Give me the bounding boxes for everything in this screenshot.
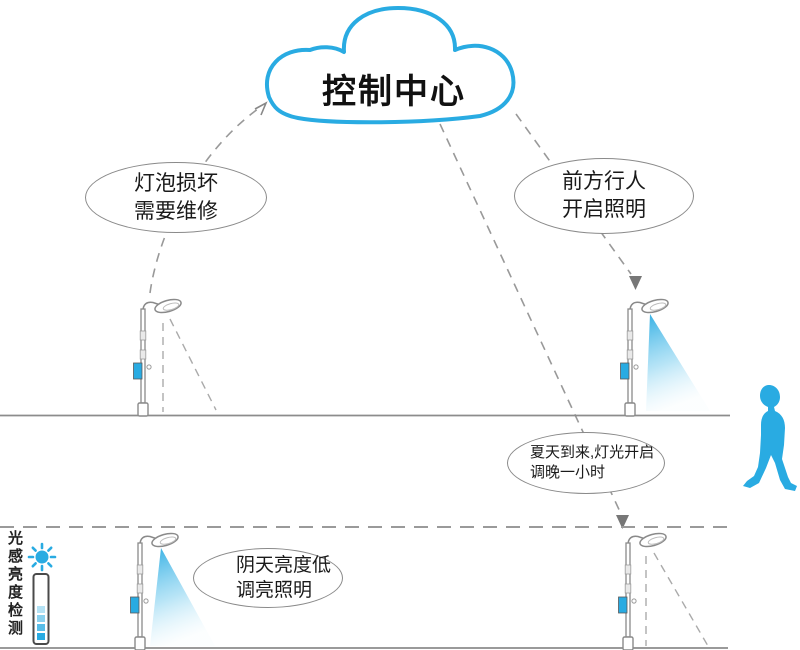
streetlamp-bottom-right-icon: [617, 530, 669, 650]
bubble-pedestrian-ahead: 前方行人 开启照明: [514, 158, 694, 234]
bubble-summer-line2: 调晚一小时: [530, 464, 606, 481]
streetlamp-top-left-icon: [132, 296, 184, 417]
dashed-beam-bottom-right: [645, 552, 709, 647]
dashed-beam-top-left: [162, 318, 217, 412]
bubble-summer-schedule: 夏天到来,灯光开启 调晚一小时: [507, 432, 665, 494]
bubble-pedestrian-line2: 开启照明: [562, 198, 646, 221]
arrowhead-right-lamp-icon: [629, 276, 642, 290]
arrowhead-to-cloud-icon: [254, 101, 268, 116]
arrowhead-bottom-lamp-icon: [616, 515, 629, 529]
brightness-level-indicator: [32, 573, 50, 645]
bubble-bulb-broken: 灯泡损坏 需要维修: [85, 162, 267, 233]
bubble-bulb-line1: 灯泡损坏: [134, 171, 218, 195]
bubble-cloudy-line2: 调亮照明: [236, 580, 313, 601]
bubble-pedestrian-line1: 前方行人: [562, 170, 646, 194]
light-sensor-label: 光感亮度检测: [6, 530, 23, 638]
control-center-cloud-icon: [265, 6, 516, 125]
bubble-cloudy-brighten: 阴天亮度低 调亮照明: [193, 548, 343, 608]
bubble-bulb-line2: 需要维修: [134, 199, 218, 223]
bubble-summer-line1: 夏天到来,灯光开启: [530, 444, 655, 462]
control-center-title: 控制中心: [322, 73, 466, 111]
sun-icon: [27, 542, 57, 572]
light-beam-bottom-left: [150, 548, 215, 646]
pedestrian-silhouette-icon: [743, 385, 797, 491]
bubble-cloudy-line1: 阴天亮度低: [236, 554, 332, 576]
light-beam-top-right: [646, 314, 710, 411]
